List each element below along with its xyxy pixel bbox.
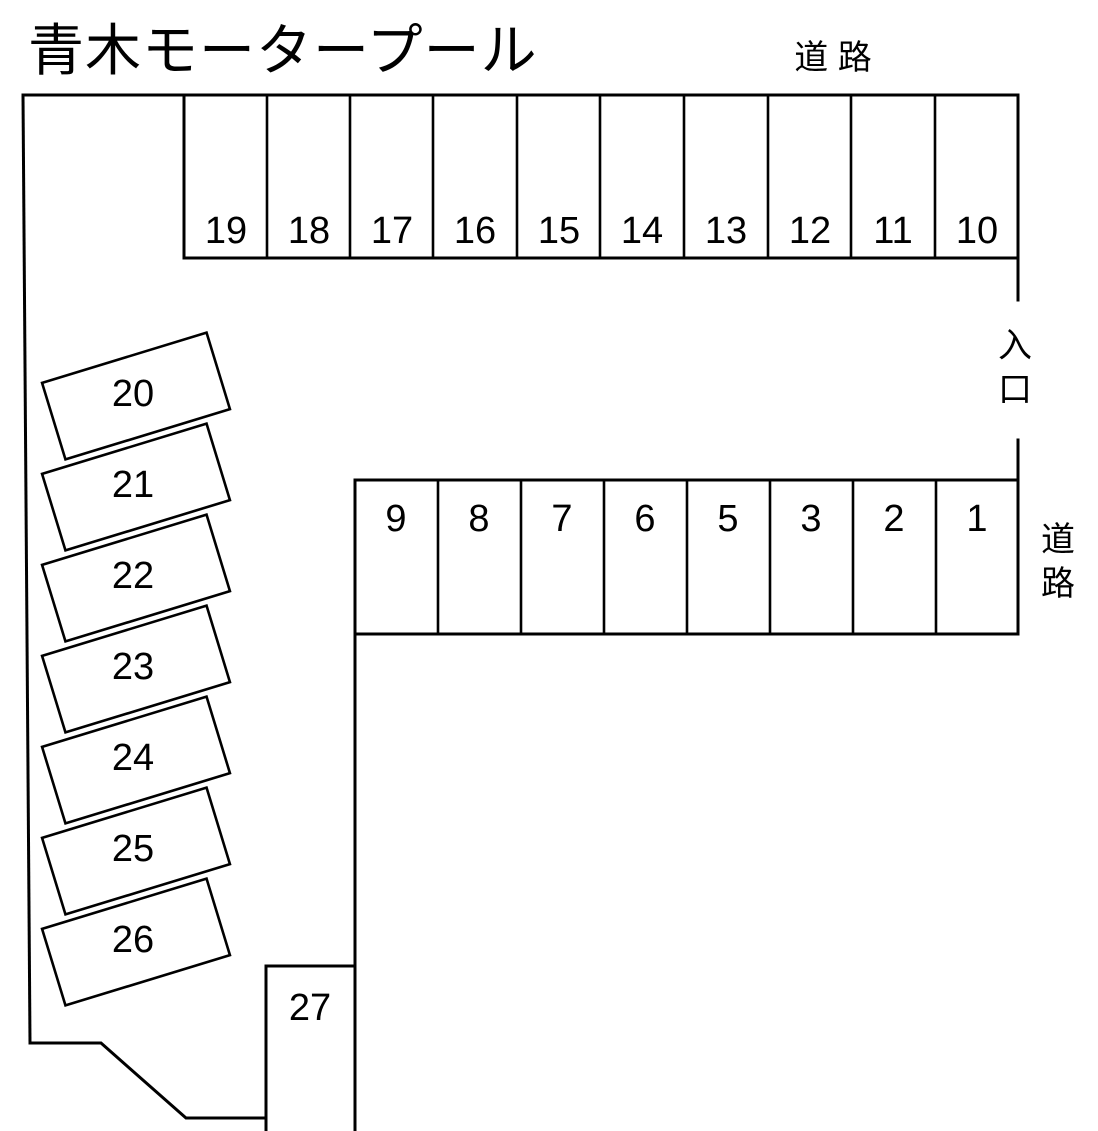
stall-19[interactable]: 19 bbox=[205, 210, 247, 252]
road-label-top: 道 路 bbox=[794, 39, 871, 77]
stall-27[interactable]: 27 bbox=[289, 987, 331, 1029]
angled-stall-20-group[interactable] bbox=[40, 330, 232, 462]
angled-stall-21-shape[interactable] bbox=[40, 421, 232, 553]
top-row-outline bbox=[182, 93, 1020, 260]
page-title: 青木モータープール bbox=[28, 19, 538, 82]
angled-stall-26-group[interactable] bbox=[40, 876, 232, 1008]
angled-stall-22-shape[interactable] bbox=[40, 512, 232, 644]
stall-6[interactable]: 6 bbox=[634, 498, 655, 540]
angled-stall-26-shape[interactable] bbox=[40, 876, 232, 1008]
stall-16[interactable]: 16 bbox=[454, 210, 496, 252]
stall-25[interactable]: 25 bbox=[112, 828, 154, 870]
angled-stall-20-shape[interactable] bbox=[40, 330, 232, 462]
road-label-right-char1: 道 bbox=[1041, 521, 1075, 559]
boundary-left bbox=[21, 93, 32, 1045]
road-label-right-char2: 路 bbox=[1041, 565, 1075, 603]
stall-24[interactable]: 24 bbox=[112, 737, 154, 779]
stall-26[interactable]: 26 bbox=[112, 919, 154, 961]
stall-11[interactable]: 11 bbox=[873, 210, 912, 252]
stall-17[interactable]: 17 bbox=[371, 210, 413, 252]
stall-1[interactable]: 1 bbox=[966, 498, 987, 540]
angled-stall-25-shape[interactable] bbox=[40, 785, 232, 917]
stall-3[interactable]: 3 bbox=[800, 498, 821, 540]
stall-2[interactable]: 2 bbox=[883, 498, 904, 540]
stall-22[interactable]: 22 bbox=[112, 555, 154, 597]
stall-18[interactable]: 18 bbox=[288, 210, 330, 252]
angled-stall-24-shape[interactable] bbox=[40, 694, 232, 826]
angled-stall-25-group[interactable] bbox=[40, 785, 232, 917]
stall-14[interactable]: 14 bbox=[621, 210, 663, 252]
stall-12[interactable]: 12 bbox=[789, 210, 831, 252]
stall-10[interactable]: 10 bbox=[956, 210, 998, 252]
stall-9[interactable]: 9 bbox=[385, 498, 406, 540]
angled-stall-24-group[interactable] bbox=[40, 694, 232, 826]
stall-15[interactable]: 15 bbox=[538, 210, 580, 252]
entrance-label-char2: 口 bbox=[998, 371, 1032, 409]
entrance-label-char1: 入 bbox=[998, 327, 1032, 365]
angled-stall-21-group[interactable] bbox=[40, 421, 232, 553]
stall-7[interactable]: 7 bbox=[551, 498, 572, 540]
stall-21[interactable]: 21 bbox=[112, 464, 154, 506]
stall-20[interactable]: 20 bbox=[112, 373, 154, 415]
stall-5[interactable]: 5 bbox=[717, 498, 738, 540]
stall-23[interactable]: 23 bbox=[112, 646, 154, 688]
angled-stall-23-shape[interactable] bbox=[40, 603, 232, 735]
angled-stall-23-group[interactable] bbox=[40, 603, 232, 735]
angled-stall-22-group[interactable] bbox=[40, 512, 232, 644]
stall-8[interactable]: 8 bbox=[468, 498, 489, 540]
boundary-bottom-left-chamfer bbox=[28, 1041, 268, 1120]
stall-13[interactable]: 13 bbox=[705, 210, 747, 252]
